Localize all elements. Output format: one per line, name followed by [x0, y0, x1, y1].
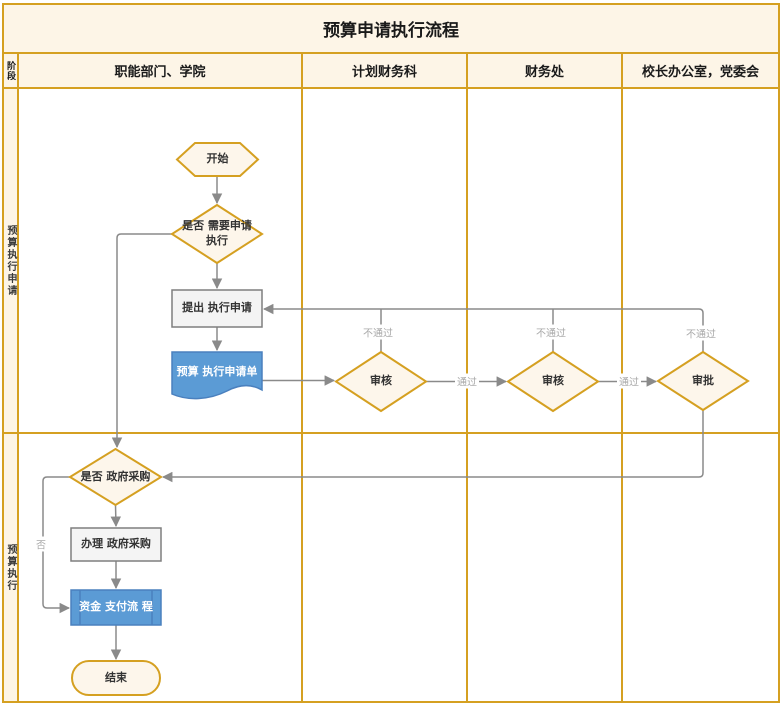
edge-label-pass-2: 通过 — [617, 373, 641, 389]
node-shapes — [68, 142, 750, 696]
submit-process-rect — [171, 289, 263, 328]
end-stadium — [71, 660, 161, 696]
edge-label-pass-1: 通过 — [455, 373, 479, 389]
approve-diamond — [656, 350, 750, 412]
edge-label-nopass-3: 不通过 — [684, 325, 718, 341]
payment-subroutine-shape — [70, 589, 162, 626]
edge-label-nopass-2: 不通过 — [534, 324, 568, 340]
edge-gov-to-process — [110, 504, 122, 528]
need-decision-diamond — [170, 203, 264, 265]
review2-diamond — [506, 350, 600, 413]
form-document-shape — [171, 351, 263, 400]
gov-process-rect — [70, 527, 162, 562]
edge-label-nopass-1: 不通过 — [361, 324, 395, 340]
edge-label-no: 否 — [34, 536, 48, 552]
start-hexagon — [175, 142, 260, 177]
edge-approve-to-gov — [161, 410, 704, 483]
gov-decision-diamond — [68, 447, 163, 507]
edge-nopass-feedback — [262, 303, 704, 352]
review1-diamond — [334, 350, 428, 413]
edge-need-to-gov — [111, 233, 172, 449]
